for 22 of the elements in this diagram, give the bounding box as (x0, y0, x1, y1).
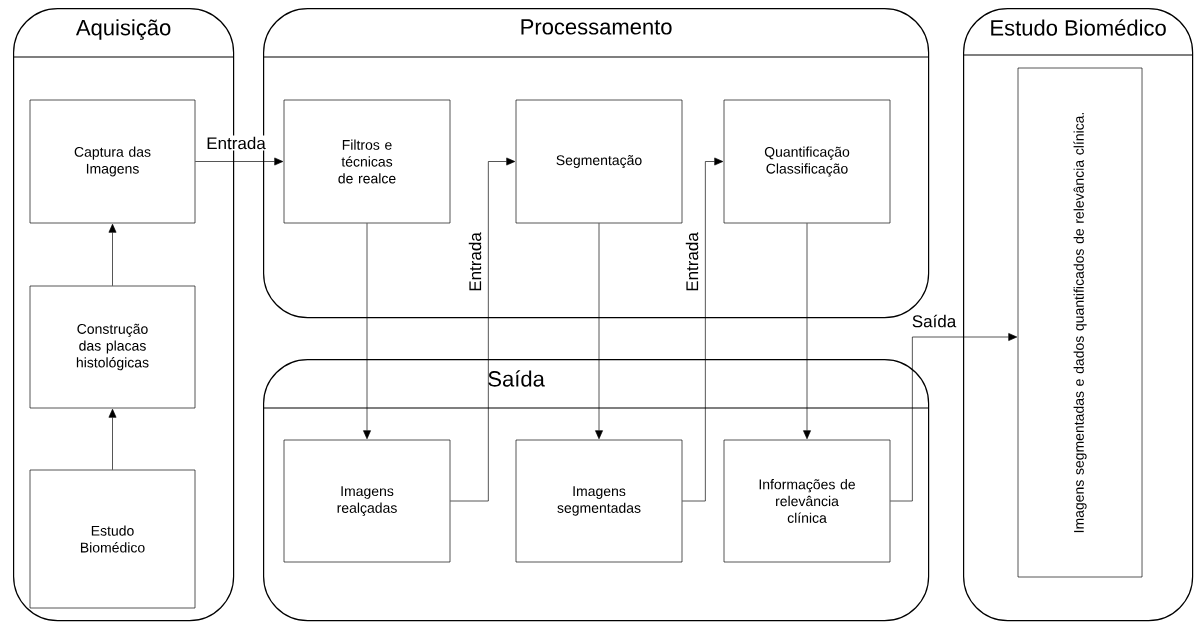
process-box: Captura das Imagens (29, 99, 196, 224)
edge-label: Entrada (204, 135, 268, 151)
arrow (195, 157, 284, 166)
process-box: Informações de relevância clínica (723, 439, 891, 563)
process-box: Imagens segmentadas e dados quantificados de relevância clínica. (1017, 67, 1143, 578)
process-box: Quantificação Classificação (723, 99, 891, 224)
process-box: Imagens realçadas (283, 439, 451, 563)
arrow (363, 223, 371, 440)
arrow (108, 408, 117, 470)
edge-label: Entrada (467, 230, 483, 294)
edge-label: Entrada (684, 230, 700, 294)
arrow (682, 157, 724, 502)
process-box: Segmentação (515, 99, 683, 224)
process-box: Filtros e técnicas de realce (283, 99, 451, 224)
arrow (595, 223, 603, 440)
arrow (450, 157, 516, 502)
process-box: Construção das placas histológicas (29, 285, 196, 409)
process-box: Estudo Biomédico (29, 469, 196, 609)
process-box: Imagens segmentadas (515, 439, 683, 563)
arrow (803, 223, 811, 440)
arrow (890, 333, 1018, 502)
arrow (108, 223, 117, 286)
